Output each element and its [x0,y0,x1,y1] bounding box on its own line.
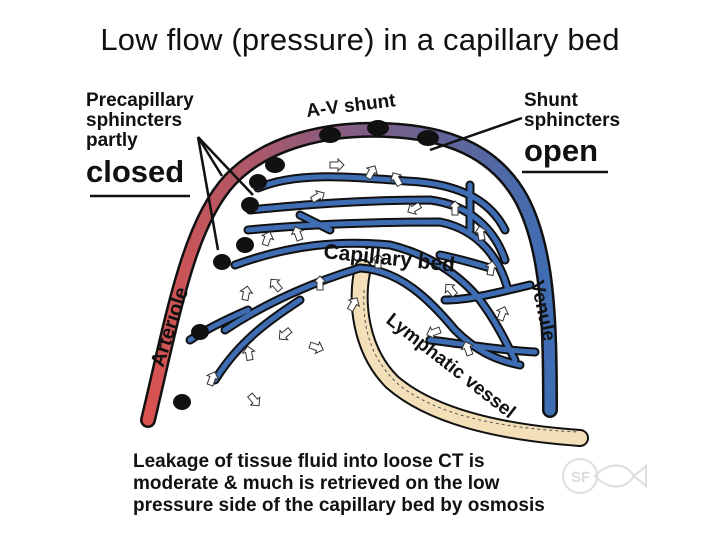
flow-arrows [205,157,510,407]
fish-logo-icon: SF [562,458,647,494]
av-shunt-label: A-V shunt [305,90,397,122]
precap-status: closed [86,154,185,189]
flow-arrow [447,200,463,216]
flow-arrow [278,326,293,341]
sphincter-dot [319,127,341,143]
lymphatic-vessel [350,259,589,447]
flow-arrow [390,172,404,188]
shunt-status: open [524,133,599,168]
flow-arrow [346,297,360,313]
sphincter-dot [236,237,254,253]
sphincter-dot [367,120,389,136]
leader-lines [196,116,523,251]
capillary-network [185,172,540,385]
flow-arrow [312,275,328,291]
flow-arrow [370,253,386,269]
flow-arrow [460,341,475,357]
arteriole-label: Arteriole [147,285,193,370]
slide-title: Low flow (pressure) in a capillary bed [100,22,620,57]
flow-arrow [364,165,378,181]
caption-line2: moderate & much is retrieved on the low [133,473,500,494]
caption-line3: pressure side of the capillary bed by os… [133,495,545,516]
flow-arrow [241,345,256,362]
flow-arrow [329,157,345,173]
flow-arrow [495,306,510,322]
sphincter-dot [265,157,285,173]
caption: Leakage of tissue fluid into loose CT is… [133,451,545,517]
flow-arrow [484,260,499,277]
logo-text: SF [571,469,590,486]
precap-label-line2: sphincters [86,110,183,131]
sphincter-dot [213,254,231,270]
sphincter-dot [417,130,439,146]
flow-arrow [309,190,325,204]
flow-arrow [260,231,275,247]
sphincter-dots [173,120,439,410]
flow-arrow [308,340,324,355]
flow-arrow [444,283,459,298]
shunt-label-line2: sphincters [524,110,621,131]
flow-arrow [239,285,254,302]
caption-line1: Leakage of tissue fluid into loose CT is [133,451,485,472]
flow-arrow [426,325,442,340]
sphincter-dot [173,394,191,410]
shunt-label-line1: Shunt [524,90,578,111]
precap-label-line1: Precapillary [86,90,194,111]
flow-arrow [473,225,488,242]
flow-arrow [407,201,423,215]
flow-arrow [269,278,284,293]
flow-arrow [205,371,220,387]
sphincter-dot [191,324,209,340]
precap-label-line3: partly [86,130,138,151]
flow-arrow [246,392,261,407]
flow-arrow [290,226,305,242]
venule-label: Venule [526,279,559,343]
sphincter-dot [249,174,267,190]
sphincter-dot [241,197,259,213]
